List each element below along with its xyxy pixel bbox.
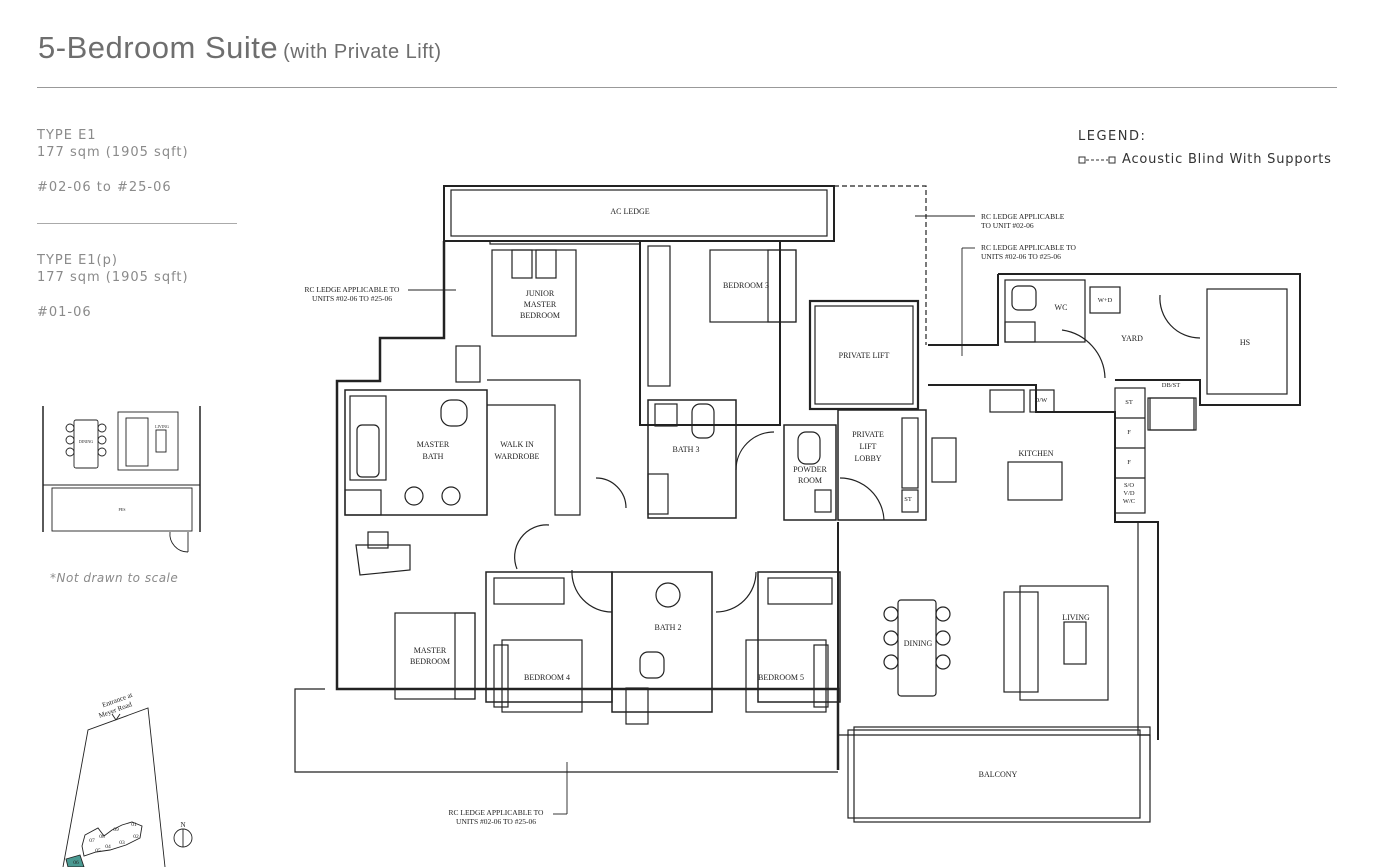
label-lobby-2: LIFT — [860, 442, 877, 451]
legend-item-label: Acoustic Blind With Supports — [1122, 152, 1332, 167]
legend-item: Acoustic Blind With Supports — [1078, 152, 1332, 167]
mini-dining: DINING — [79, 439, 93, 444]
rc-annotations: RC LEDGE APPLICABLE TO UNITS #02-06 TO #… — [305, 212, 1077, 826]
type-e1p-block: TYPE E1(p) 177 sqm (1905 sqft) #01-06 — [37, 252, 189, 321]
key-plan — [62, 707, 193, 867]
label-master-bedroom-2: BEDROOM — [410, 657, 450, 666]
rc-bottom-2: UNITS #02-06 TO #25-06 — [456, 817, 536, 826]
rc-top1-1: RC LEDGE APPLICABLE — [981, 212, 1065, 221]
rc-top1-2: TO UNIT #02-06 — [981, 221, 1034, 230]
label-master-bath-1: MASTER — [417, 440, 450, 449]
label-dining: DINING — [904, 639, 933, 648]
title-main: 5-Bedroom Suite — [38, 30, 279, 65]
label-wd: W+D — [1098, 297, 1113, 304]
label-wcc: W/C — [1123, 498, 1135, 505]
key-unit-09: 09 — [113, 827, 119, 833]
key-unit-08: 08 — [99, 834, 105, 840]
label-hs: HS — [1240, 338, 1250, 347]
label-st2: ST — [904, 496, 912, 503]
rc-bottom-1: RC LEDGE APPLICABLE TO — [449, 808, 545, 817]
type-e1p-units: #01-06 — [37, 305, 92, 320]
legend-title: LEGEND: — [1078, 129, 1147, 144]
label-bedroom5: BEDROOM 5 — [758, 673, 804, 682]
label-bedroom3: BEDROOM 3 — [723, 281, 769, 290]
label-junior-master-1: JUNIOR — [526, 289, 555, 298]
key-unit-05: 05 — [95, 848, 101, 854]
label-so: S/O — [1124, 482, 1134, 489]
type-e1-area: 177 sqm (1905 sqft) — [37, 145, 189, 160]
key-unit-01: 01 — [131, 822, 137, 828]
rc-top2-2: UNITS #02-06 TO #25-06 — [981, 252, 1061, 261]
room-labels: AC LEDGE JUNIOR MASTER BEDROOM BEDROOM 3… — [410, 207, 1250, 779]
key-units: 07 08 09 01 06 05 04 03 02 — [73, 822, 139, 866]
rc-top2-1: RC LEDGE APPLICABLE TO — [981, 243, 1077, 252]
type-e1p-name: TYPE E1(p) — [37, 253, 118, 268]
label-master-bath-2: BATH — [423, 452, 444, 461]
type-e1-block: TYPE E1 177 sqm (1905 sqft) #02-06 to #2… — [37, 127, 189, 196]
key-north: N — [180, 821, 185, 829]
type-e1-name: TYPE E1 — [37, 128, 97, 143]
rc-left-1: RC LEDGE APPLICABLE TO — [305, 285, 401, 294]
label-powder-2: ROOM — [798, 476, 822, 485]
mini-plan — [42, 406, 201, 553]
label-kitchen: KITCHEN — [1018, 449, 1053, 458]
acoustic-blind-icon — [1078, 156, 1116, 163]
key-unit-03: 03 — [119, 840, 125, 846]
label-bath2: BATH 2 — [655, 623, 682, 632]
scale-note: *Not drawn to scale — [50, 571, 179, 585]
plan-lines — [294, 185, 1301, 823]
mini-labels: DINING LIVING PES — [79, 424, 169, 512]
label-yard: YARD — [1121, 334, 1143, 343]
label-master-bedroom-1: MASTER — [414, 646, 447, 655]
label-dw: D/W — [1035, 397, 1049, 404]
header-divider — [37, 87, 1337, 88]
key-unit-06: 06 — [73, 860, 79, 866]
key-unit-07: 07 — [89, 838, 95, 844]
label-powder-1: POWDER — [793, 465, 827, 474]
label-junior-master-2: MASTER — [524, 300, 557, 309]
label-balcony: BALCONY — [979, 770, 1018, 779]
mini-living: LIVING — [155, 424, 169, 429]
type-e1-units: #02-06 to #25-06 — [37, 180, 172, 195]
label-bath3: BATH 3 — [673, 445, 700, 454]
mini-pes: PES — [119, 507, 126, 512]
label-walkin-2: WARDROBE — [495, 452, 540, 461]
title-sub: (with Private Lift) — [283, 41, 442, 63]
annotation-lines — [408, 215, 975, 815]
key-unit-04: 04 — [105, 844, 111, 850]
label-private-lift: PRIVATE LIFT — [839, 351, 890, 360]
label-walkin-1: WALK IN — [500, 440, 534, 449]
key-unit-02: 02 — [133, 834, 139, 840]
label-f1: F — [1127, 429, 1131, 436]
label-st: ST — [1125, 399, 1133, 406]
page-title: 5-Bedroom Suite (with Private Lift) — [38, 30, 442, 66]
key-plan-labels: Entrance at Meyer Road N — [98, 691, 186, 829]
type-e1p-area: 177 sqm (1905 sqft) — [37, 270, 189, 285]
label-ac-ledge: AC LEDGE — [610, 207, 649, 216]
label-junior-master-3: BEDROOM — [520, 311, 560, 320]
label-wc: WC — [1055, 303, 1068, 312]
label-living: LIVING — [1062, 613, 1090, 622]
rc-left-2: UNITS #02-06 TO #25-06 — [312, 294, 392, 303]
label-lobby-3: LOBBY — [854, 454, 881, 463]
type-divider — [37, 223, 237, 224]
label-lobby-1: PRIVATE — [852, 430, 884, 439]
label-f2: F — [1127, 459, 1131, 466]
label-vd: V/D — [1123, 490, 1135, 497]
label-dbst: DB/ST — [1162, 382, 1180, 389]
label-bedroom4: BEDROOM 4 — [524, 673, 570, 682]
